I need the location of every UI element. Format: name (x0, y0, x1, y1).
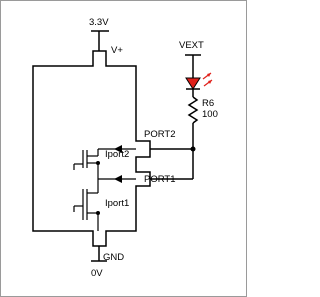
mosfet-iport2-icon (73, 149, 99, 179)
resistor-value-label: 100 (202, 109, 218, 120)
iport2-bulk-dot (96, 161, 100, 165)
iport2-label: Iport2 (105, 149, 129, 160)
schematic-diagram: 3.3V V+ VEXT R6 100 PORT2 PORT1 Iport2 (0, 0, 247, 297)
resistor-ref-label: R6 (202, 98, 214, 109)
iport1-label: Iport1 (105, 198, 129, 209)
port2-current-arrow-icon (114, 145, 122, 153)
resistor-icon (187, 96, 199, 124)
port2-label: PORT2 (144, 129, 176, 140)
supply-label: 3.3V (89, 17, 109, 28)
vext-label: VEXT (179, 40, 204, 51)
gnd-pin-label: GND (103, 252, 124, 263)
mosfet-iport1-icon (73, 179, 99, 231)
port1-label: PORT1 (144, 174, 176, 185)
ic-body-outline (32, 50, 151, 247)
vplus-pin-label: V+ (111, 45, 123, 56)
port1-current-arrow-icon (114, 175, 122, 183)
led-emission-arrows-icon (202, 72, 213, 87)
ground-label: 0V (91, 268, 103, 279)
iport1-bulk-dot (96, 211, 100, 215)
led-icon (185, 77, 201, 90)
